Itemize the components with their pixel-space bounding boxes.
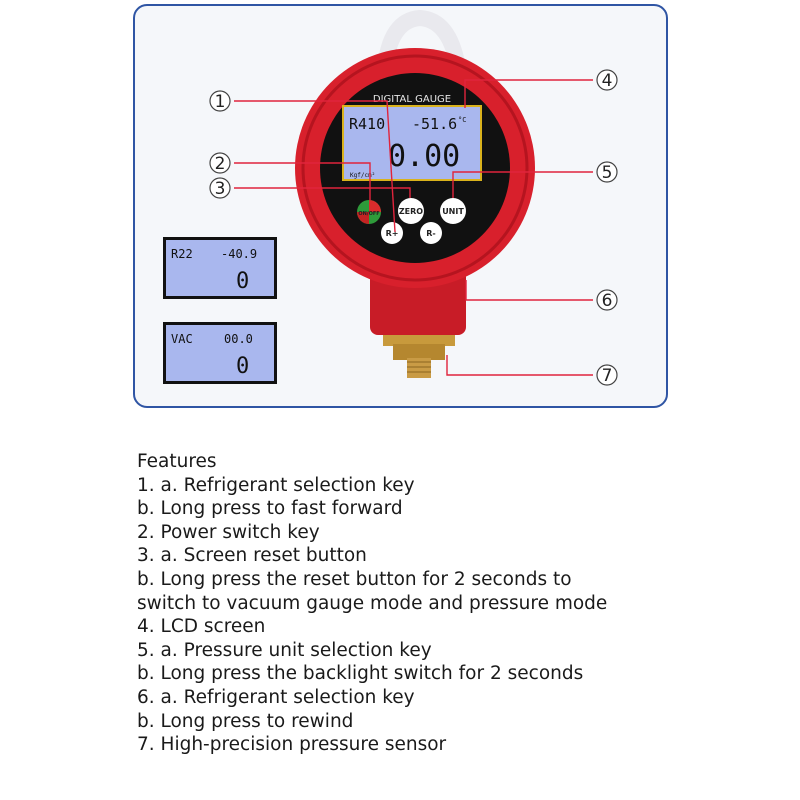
callout-5-number: 5 xyxy=(602,163,613,183)
r-plus-button[interactable]: R+ xyxy=(381,222,403,244)
feature-line: switch to vacuum gauge mode and pressure… xyxy=(137,592,608,614)
r-minus-button[interactable]: R- xyxy=(420,222,442,244)
feature-line: 3. a. Screen reset button xyxy=(137,545,367,567)
lcd-temp-unit: °C xyxy=(458,116,466,124)
zero-button[interactable]: ZERO xyxy=(398,198,424,224)
features-list: Features 1. a. Refrigerant selection key… xyxy=(137,450,757,757)
power-button[interactable]: ON/OFF xyxy=(357,200,381,224)
callout-7: 7 xyxy=(596,364,618,386)
lcd-refrigerant: R410 xyxy=(349,115,385,133)
lcd-pressure: 0.00 xyxy=(388,139,460,174)
callout-3-number: 3 xyxy=(215,179,226,199)
hook-icon xyxy=(377,9,466,70)
inset-lcd-vac: VAC 00.0 0 xyxy=(163,322,277,384)
callout-6: 6 xyxy=(596,289,618,311)
callout-7-number: 7 xyxy=(602,366,613,386)
callout-5: 5 xyxy=(596,161,618,183)
inset-lcd-2-bottom: 0 xyxy=(236,354,249,379)
feature-line: b. Long press the backlight switch for 2… xyxy=(137,663,584,685)
callout-4-number: 4 xyxy=(602,71,613,91)
callout-1: 1 xyxy=(209,90,231,112)
unit-button-label: UNIT xyxy=(442,207,464,216)
callout-1-number: 1 xyxy=(215,92,226,112)
inset-lcd-2-top-left: VAC xyxy=(171,332,193,346)
callout-2: 2 xyxy=(209,152,231,174)
fitting-thread xyxy=(407,358,431,378)
r-plus-button-label: R+ xyxy=(386,229,399,238)
inset-lcd-1-top-right: -40.9 xyxy=(221,247,257,261)
lcd-temperature: -51.6 xyxy=(412,115,457,133)
feature-line: 1. a. Refrigerant selection key xyxy=(137,474,415,496)
inset-lcd-1-top-left: R22 xyxy=(171,247,193,261)
fitting-hex xyxy=(393,344,445,360)
feature-line: 5. a. Pressure unit selection key xyxy=(137,639,432,661)
brand-label: DIGITAL GAUGE xyxy=(373,94,451,105)
callout-4: 4 xyxy=(596,69,618,91)
inset-lcd-r22: R22 -40.9 0 xyxy=(163,237,277,299)
feature-line: b. Long press to rewind xyxy=(137,710,354,732)
feature-line: 4. LCD screen xyxy=(137,616,266,638)
feature-line: b. Long press the reset button for 2 sec… xyxy=(137,568,572,590)
r-minus-button-label: R- xyxy=(426,229,435,238)
lcd-unit: Kgf/cm² xyxy=(350,172,375,179)
feature-line: 7. High-precision pressure sensor xyxy=(137,734,447,756)
feature-line: 2. Power switch key xyxy=(137,521,320,543)
callout-3: 3 xyxy=(209,177,231,199)
inset-lcd-1-bottom: 0 xyxy=(236,269,249,294)
callout-2-number: 2 xyxy=(215,154,226,174)
unit-button[interactable]: UNIT xyxy=(440,198,466,224)
lcd-screen xyxy=(342,105,482,181)
callout-lines xyxy=(234,79,593,376)
power-button-label: ON/OFF xyxy=(358,211,379,217)
inset-lcd-2-top-right: 00.0 xyxy=(224,332,253,346)
feature-line: 6. a. Refrigerant selection key xyxy=(137,686,415,708)
callout-6-number: 6 xyxy=(602,291,613,311)
feature-line: b. Long press to fast forward xyxy=(137,498,403,520)
zero-button-label: ZERO xyxy=(399,207,423,216)
features-heading: Features xyxy=(137,451,217,472)
gauge-diagram: DIGITAL GAUGE R410 -51.6 °C 0.00 Kgf/cm²… xyxy=(163,9,618,386)
